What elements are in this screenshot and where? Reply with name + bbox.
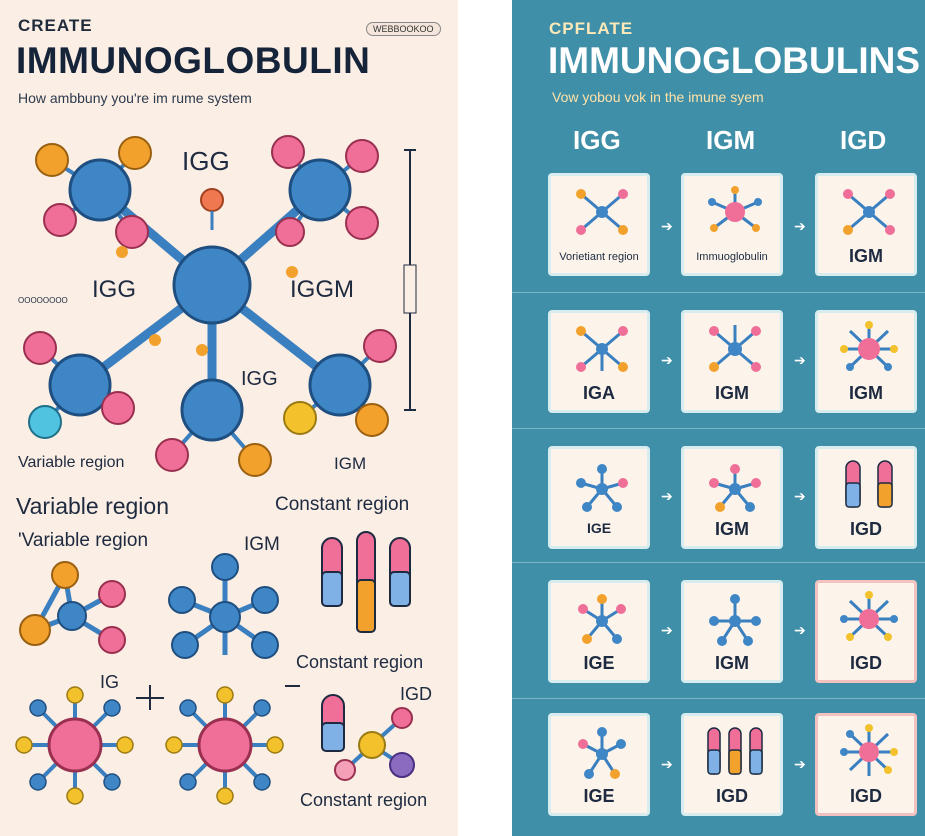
label-constant-bottom: Constant region bbox=[300, 790, 428, 810]
label-variable-quote: 'Variable region bbox=[18, 530, 149, 551]
molecule-icon bbox=[840, 724, 898, 776]
card-label: IGM bbox=[849, 246, 883, 266]
card-label: IGM bbox=[715, 653, 749, 673]
card-r1-c1: Vorietiant region bbox=[548, 173, 650, 276]
card-r3-c1: IGE bbox=[548, 446, 650, 549]
card-r3-c3: IGD bbox=[815, 446, 917, 549]
arrow-icon: ➔ bbox=[794, 218, 806, 234]
card-r2-c1: IGA bbox=[548, 310, 650, 413]
card-r4-c2: IGM bbox=[681, 580, 783, 683]
molecule-icon bbox=[709, 594, 761, 646]
arrow-icon: ➔ bbox=[661, 218, 673, 234]
column-header-2: IGM bbox=[706, 125, 756, 155]
arrow-icon: ➔ bbox=[794, 756, 806, 772]
label-variable-small: Variable region bbox=[18, 454, 125, 471]
right-subtitle: Vow yobou vok in the imune syem bbox=[552, 89, 764, 105]
molecule-icon bbox=[578, 594, 626, 644]
card-label: IGE bbox=[586, 520, 612, 536]
card-label: IGE bbox=[583, 786, 615, 806]
card-label: IGD bbox=[849, 653, 882, 673]
right-poster bbox=[512, 0, 925, 836]
molecule-icon bbox=[576, 326, 628, 372]
panel-gap bbox=[458, 0, 512, 836]
arrow-icon: ➔ bbox=[661, 622, 673, 638]
card-r5-c2: IGD bbox=[681, 713, 783, 816]
arrow-icon: ➔ bbox=[794, 352, 806, 368]
arrow-icon: ➔ bbox=[794, 622, 806, 638]
molecule-icon bbox=[840, 591, 898, 641]
card-label: IGA bbox=[582, 383, 615, 403]
molecule-icon bbox=[708, 186, 762, 232]
right-create-label: CPFLATE bbox=[549, 19, 634, 38]
card-label: IGM bbox=[715, 519, 749, 539]
arrow-icon: ➔ bbox=[661, 488, 673, 504]
pill-icon bbox=[707, 727, 763, 775]
column-header-3: IGD bbox=[840, 125, 887, 155]
row-divider bbox=[512, 698, 925, 699]
label-ig: IG bbox=[100, 672, 120, 692]
card-r2-c3: IGM bbox=[815, 310, 917, 413]
label-variable-big: Variable region bbox=[16, 493, 170, 519]
right-title: IMMUNOGLOBULINS bbox=[548, 40, 921, 81]
card-label: IGD bbox=[715, 786, 748, 806]
molecule-icon bbox=[578, 727, 626, 779]
left-create-label: CREATE bbox=[18, 16, 93, 35]
card-r5-c1: IGE bbox=[548, 713, 650, 816]
label-igm-mid: IGM bbox=[244, 534, 280, 555]
card-r3-c2: IGM bbox=[681, 446, 783, 549]
molecule-icon bbox=[576, 189, 628, 235]
label-iggm: IGGM bbox=[290, 276, 354, 303]
molecule-icon bbox=[709, 325, 761, 372]
molecule-icon bbox=[576, 464, 628, 512]
row-divider bbox=[512, 292, 925, 293]
molecule-icon bbox=[840, 321, 898, 371]
card-r1-c2: Immuoglobulin bbox=[681, 173, 783, 276]
arrow-icon: ➔ bbox=[661, 756, 673, 772]
card-label: IGM bbox=[849, 383, 883, 403]
left-subtitle: How ambbuny you're im rume system bbox=[18, 90, 252, 106]
card-r4-c3: IGD bbox=[815, 580, 917, 683]
label-igd: IGD bbox=[400, 684, 433, 704]
row-divider bbox=[512, 562, 925, 563]
label-igm-lower: IGM bbox=[334, 454, 367, 473]
pill-icon bbox=[845, 460, 893, 508]
arrow-icon: ➔ bbox=[794, 488, 806, 504]
card-r1-c3: IGM bbox=[815, 173, 917, 276]
left-badge: WEBBOOKOO bbox=[366, 22, 441, 36]
column-header-1: IGG bbox=[573, 125, 621, 155]
label-tiny-left: OOOOOOOO bbox=[18, 296, 68, 305]
label-igg-top: IGG bbox=[182, 146, 230, 176]
card-r4-c1: IGE bbox=[548, 580, 650, 683]
card-r2-c2: IGM bbox=[681, 310, 783, 413]
label-igg-mid: IGG bbox=[241, 368, 278, 390]
molecule-icon bbox=[843, 189, 895, 235]
molecule-icon bbox=[709, 464, 761, 512]
card-label: IGD bbox=[849, 519, 882, 539]
left-title: IMMUNOGLOBULIN bbox=[16, 40, 371, 81]
card-label: IGD bbox=[849, 786, 882, 806]
card-label: Vorietiant region bbox=[559, 251, 639, 263]
label-constant-top: Constant region bbox=[275, 494, 410, 515]
card-label: IGE bbox=[583, 653, 615, 673]
arrow-icon: ➔ bbox=[661, 352, 673, 368]
card-label: Immuoglobulin bbox=[696, 251, 768, 263]
card-r5-c3: IGD bbox=[815, 713, 917, 816]
card-label: IGM bbox=[715, 383, 749, 403]
left-diagram bbox=[15, 135, 417, 805]
label-constant-mid: Constant region bbox=[296, 652, 424, 672]
row-divider bbox=[512, 428, 925, 429]
label-igg-left: IGG bbox=[92, 276, 137, 303]
